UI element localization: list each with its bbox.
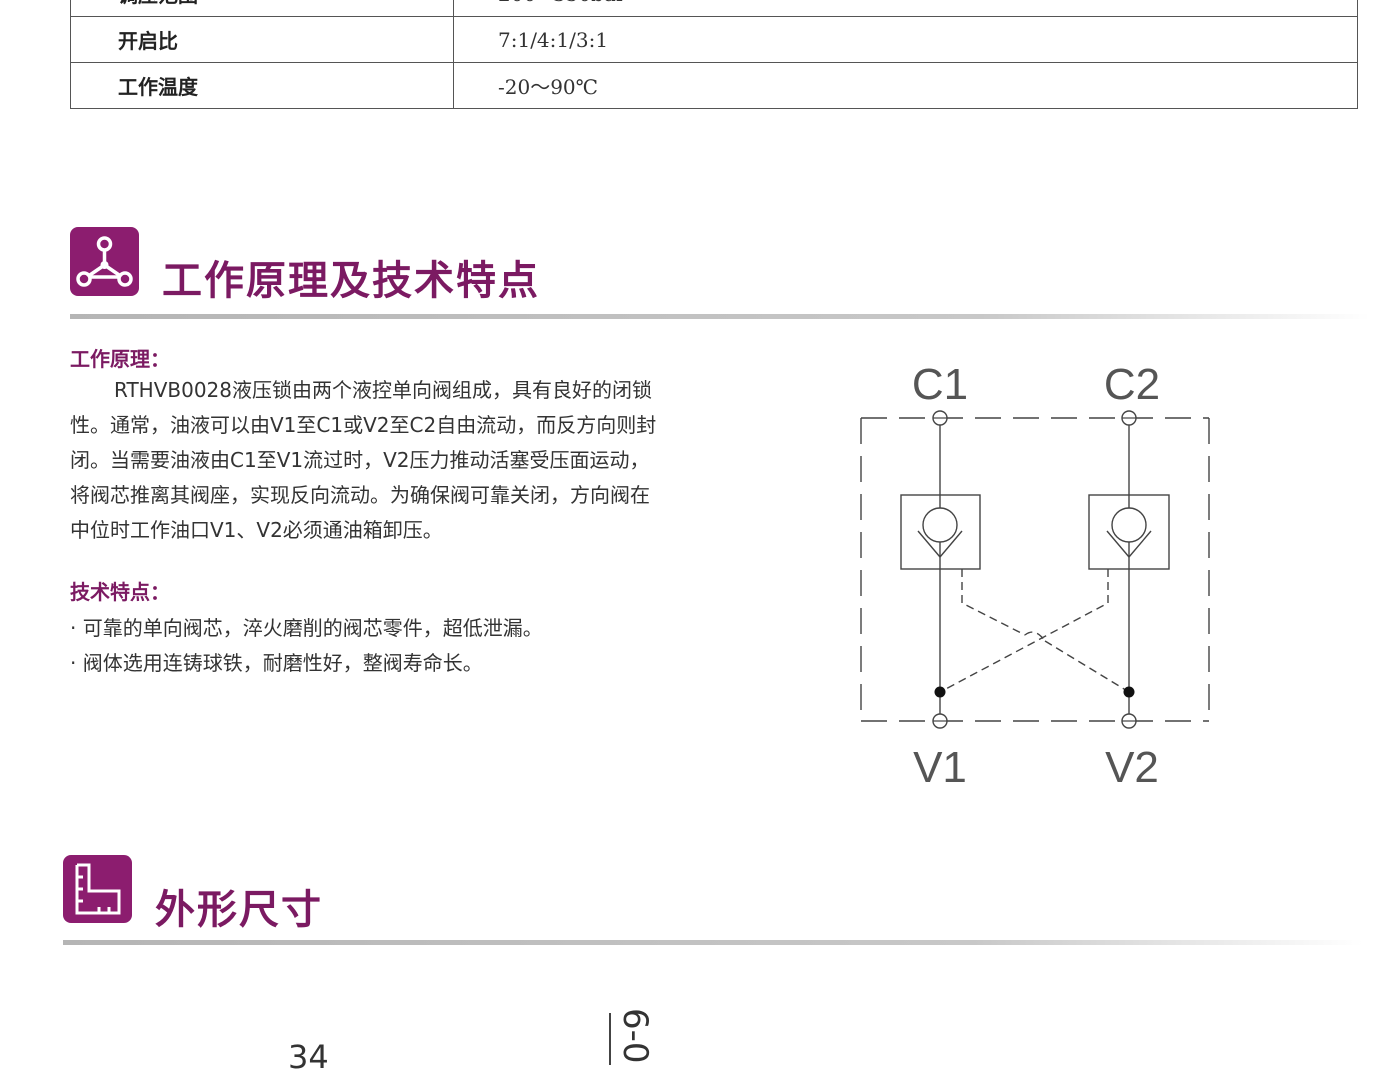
spec-table: 调压范围 200~350bar 开启比 7:1/4:1/3:1 工作温度 -20… (70, 0, 1358, 109)
port-label-c1: C1 (912, 360, 968, 409)
principle-heading: 工作原理： (70, 347, 170, 371)
principle-text: RTHVB0028液压锁由两个液控单向阀组成，具有良好的闭锁性。通常，油液可以由… (70, 373, 665, 548)
principle-body: RTHVB0028液压锁由两个液控单向阀组成，具有良好的闭锁性。通常，油液可以由… (70, 378, 657, 542)
spec-label: 开启比 (70, 16, 454, 63)
dimension-icon (63, 855, 132, 923)
table-row: 工作温度 -20～90℃ (70, 62, 1358, 109)
section-title: 外形尺寸 (155, 887, 323, 933)
network-icon (70, 227, 139, 296)
section-divider (70, 314, 1370, 319)
feature-item: · 阀体选用连铸球铁，耐磨性好，整阀寿命长。 (70, 651, 483, 675)
table-row: 调压范围 200~350bar (70, 0, 1358, 17)
dimension-line (609, 1013, 611, 1065)
spec-value: 200~350bar (453, 0, 1358, 17)
spec-label: 调压范围 (70, 0, 454, 17)
section-title: 工作原理及技术特点 (162, 258, 540, 304)
port-label-v2: V2 (1105, 743, 1159, 792)
table-row: 开启比 7:1/4:1/3:1 (70, 16, 1358, 63)
features-heading: 技术特点： (70, 580, 170, 604)
port-label-c2: C2 (1104, 360, 1160, 409)
spec-value: -20～90℃ (453, 62, 1358, 109)
hydraulic-schematic: C1 C2 V1 V2 (840, 345, 1240, 799)
dimension-label: 6-0 (615, 1008, 655, 1064)
dimension-label: 34 (288, 1038, 329, 1076)
spec-value: 7:1/4:1/3:1 (453, 16, 1358, 63)
feature-item: · 可靠的单向阀芯，淬火磨削的阀芯零件，超低泄漏。 (70, 616, 543, 640)
section-divider (63, 940, 1363, 945)
port-label-v1: V1 (913, 743, 967, 792)
spec-label: 工作温度 (70, 62, 454, 109)
